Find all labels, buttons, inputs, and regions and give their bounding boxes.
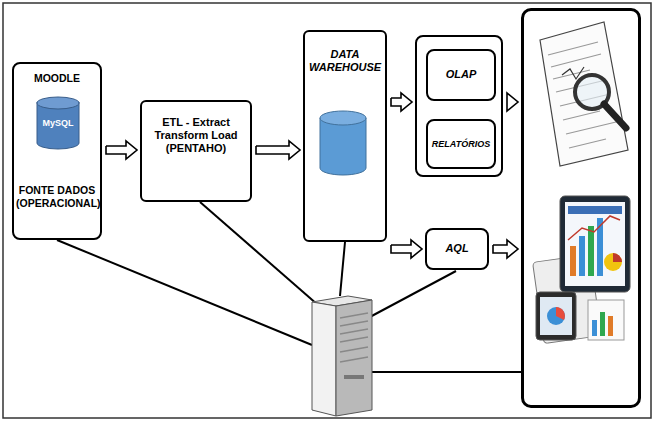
node-label: ETL - Extract Transform Load (PENTAHO) (148, 116, 244, 156)
outer-frame (3, 3, 651, 418)
node-label: MOODLE (16, 72, 98, 85)
node-label: DATA WAREHOUSE (309, 48, 381, 74)
node-label: AQL (445, 242, 468, 255)
node-label: OLAP (446, 68, 477, 81)
output-box (521, 8, 641, 408)
node-label: MySQL (42, 118, 73, 129)
reports-box: RELATÓRIOS (426, 119, 496, 169)
server-icon (312, 296, 372, 416)
warehouse-box: DATA WAREHOUSE (303, 30, 387, 242)
server-wires (57, 202, 522, 372)
block-arrow (507, 93, 518, 111)
mysql-cylinder: MySQL (36, 96, 80, 150)
olap-box: OLAP (426, 49, 496, 101)
etl-box: ETL - Extract Transform Load (PENTAHO) (140, 100, 252, 202)
block-arrow (106, 141, 137, 159)
block-arrow (391, 93, 412, 111)
dashboard-icon (533, 196, 630, 344)
analysis-group: OLAP RELATÓRIOS (415, 35, 503, 177)
block-arrow (493, 240, 518, 258)
aql-box: AQL (425, 228, 489, 270)
block-arrow (391, 240, 422, 258)
node-label: FONTE DADOS (OPERACIONAL) (16, 184, 98, 209)
database-cylinder (320, 111, 366, 175)
source-box: MOODLE FONTE DADOS (OPERACIONAL) MySQL (12, 62, 102, 240)
block-arrow (256, 141, 300, 159)
node-label: RELATÓRIOS (432, 139, 490, 150)
report-icon (540, 22, 628, 166)
